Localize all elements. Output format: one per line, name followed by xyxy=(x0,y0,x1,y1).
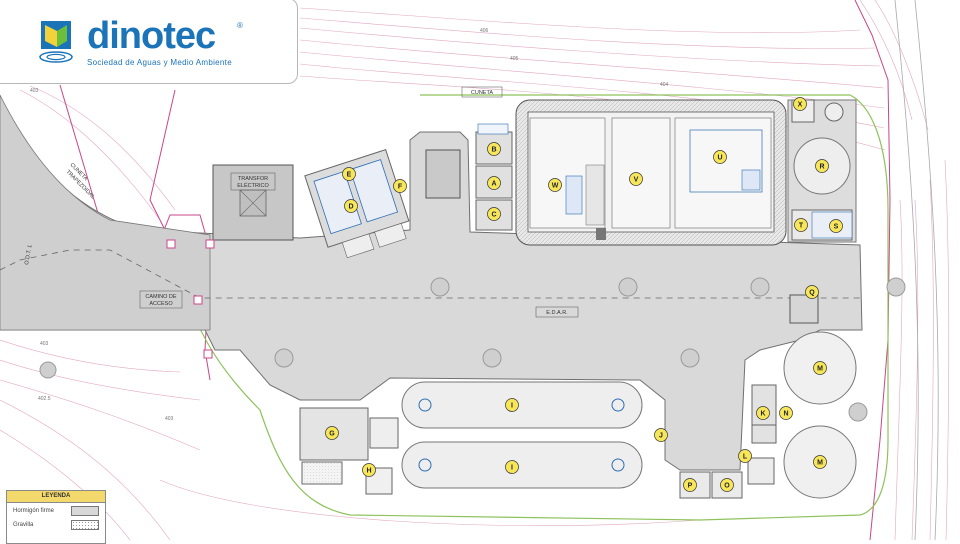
marker-e: E xyxy=(347,172,352,179)
legend-swatch xyxy=(71,506,99,516)
transformer-building xyxy=(212,164,294,241)
contour-406: 406 xyxy=(480,28,489,34)
edar-label: E.D.A.R. xyxy=(546,310,568,316)
manholes xyxy=(39,277,906,422)
marker-j: J xyxy=(659,433,663,440)
equipment-markers: A B C D E F G H I I J K L M M N O P Q R S T U V W X xyxy=(325,97,843,492)
road-centerline xyxy=(0,249,860,299)
marker-l: L xyxy=(743,454,748,461)
marker-i-circle xyxy=(505,398,519,412)
marker-d: D xyxy=(348,204,353,211)
marker-f: F xyxy=(398,184,403,191)
marker-g-circle xyxy=(325,426,339,440)
camino-label-2: ACCESO xyxy=(149,301,173,307)
label-boxes xyxy=(139,86,579,318)
side-road xyxy=(894,0,939,540)
brand-tagline: Sociedad de Aguas y Medio Ambiente xyxy=(87,58,232,67)
contour-403c: 403 xyxy=(165,416,174,422)
green-perimeter xyxy=(179,94,889,521)
contour-403a: 403 xyxy=(30,88,39,94)
legend: LEYENDA Hormigón firme Gravilla xyxy=(6,490,106,544)
dinotec-logo-icon xyxy=(39,21,73,63)
marker-h: H xyxy=(366,468,371,475)
marker-m-circle xyxy=(813,455,827,469)
marker-d-circle xyxy=(344,199,358,213)
kln-block xyxy=(747,384,777,485)
transformer-label-1: TRANSFOR xyxy=(238,176,268,182)
marker-c: C xyxy=(491,212,496,219)
marker-o: O xyxy=(724,483,730,490)
marker-u: U xyxy=(717,155,722,162)
marker-p: P xyxy=(688,483,693,490)
marker-m: M xyxy=(817,460,823,467)
legend-item-gravilla: Gravilla xyxy=(7,517,105,531)
marker-b: B xyxy=(491,147,496,154)
marker-v: V xyxy=(634,177,639,184)
marker-k: K xyxy=(760,411,765,418)
marker-s-circle xyxy=(829,219,843,233)
main-building xyxy=(515,99,787,246)
g-block xyxy=(299,407,399,495)
q-box xyxy=(789,294,819,324)
marker-w: W xyxy=(552,183,559,190)
registered-mark: ® xyxy=(237,21,243,30)
marker-p-circle xyxy=(683,478,697,492)
access-road xyxy=(0,94,211,331)
marker-i: I xyxy=(511,465,513,472)
marker-n-circle xyxy=(779,406,793,420)
marker-j-circle xyxy=(654,428,668,442)
marker-x: X xyxy=(798,102,803,109)
marker-m: M xyxy=(817,366,823,373)
marker-t: T xyxy=(799,223,804,230)
marker-g: G xyxy=(329,431,335,438)
marker-r: R xyxy=(819,164,824,171)
legend-swatch xyxy=(71,520,99,530)
marker-m-circle xyxy=(813,361,827,375)
odt-label: O.D.T. 1 xyxy=(24,244,33,265)
contour-403b: 403 xyxy=(40,341,49,347)
marker-k-circle xyxy=(756,406,770,420)
marker-a: A xyxy=(491,181,496,188)
marker-f-circle xyxy=(393,179,407,193)
contour-405: 405 xyxy=(510,56,519,62)
i-tanks xyxy=(401,381,643,489)
marker-b-circle xyxy=(487,142,501,156)
legend-title: LEYENDA xyxy=(7,491,105,503)
marker-e-circle xyxy=(342,167,356,181)
marker-h-circle xyxy=(362,463,376,477)
marker-c-circle xyxy=(487,207,501,221)
contour-404: 404 xyxy=(660,82,669,88)
marker-q-circle xyxy=(805,285,819,299)
cuneta-label: CUNETA xyxy=(471,90,494,96)
contour-4025: 402.5 xyxy=(38,396,51,402)
marker-a-circle xyxy=(487,176,501,190)
marker-s: S xyxy=(834,224,839,231)
legend-label: Hormigón firme xyxy=(13,508,55,514)
marker-i-circle xyxy=(505,460,519,474)
legend-label: Gravilla xyxy=(13,522,34,528)
marker-x-circle xyxy=(793,97,807,111)
transformer-label-2: ELÉCTRICO xyxy=(237,182,269,189)
fence-posts xyxy=(166,239,215,359)
camino-label-1: CAMINO DE xyxy=(145,294,177,300)
marker-q: Q xyxy=(809,290,815,297)
contour-numbers: 406 405 404 403 403 402.5 403 xyxy=(30,28,669,422)
brand-name: dinotec xyxy=(87,15,216,57)
marker-t-circle xyxy=(794,218,808,232)
legend-item-hormigon: Hormigón firme xyxy=(7,503,105,517)
marker-r-circle xyxy=(815,159,829,173)
logo-panel: dinotec ® Sociedad de Aguas y Medio Ambi… xyxy=(0,0,298,84)
marker-n: N xyxy=(783,411,788,418)
marker-v-circle xyxy=(629,172,643,186)
f-area xyxy=(425,149,461,199)
marker-l-circle xyxy=(738,449,752,463)
marker-o-circle xyxy=(720,478,734,492)
marker-u-circle xyxy=(713,150,727,164)
marker-w-circle xyxy=(548,178,562,192)
marker-i: I xyxy=(511,403,513,410)
m-tanks xyxy=(783,331,857,499)
pump-block xyxy=(304,148,410,259)
